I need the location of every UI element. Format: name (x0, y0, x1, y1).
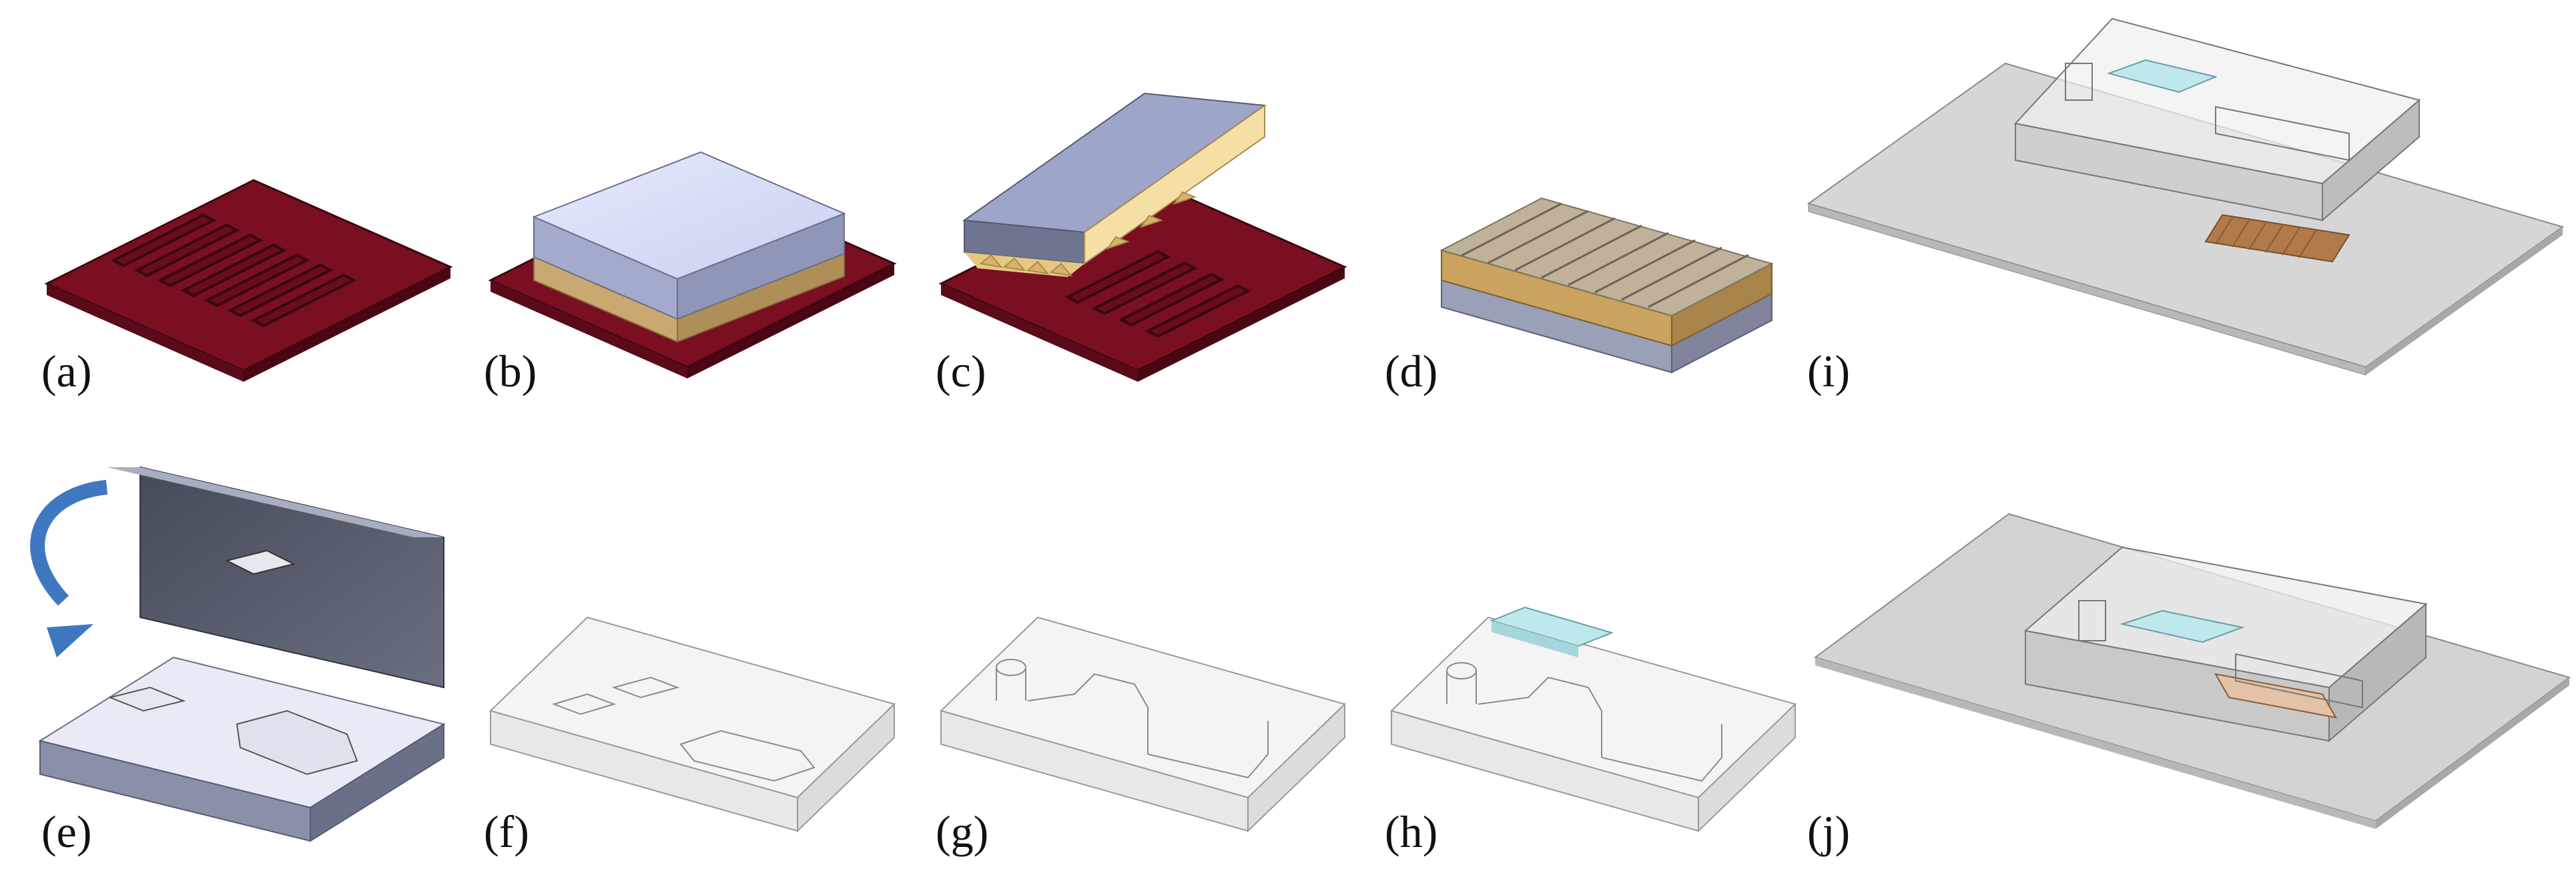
panel-label-e: (e) (41, 806, 92, 857)
panel-g-clear-channels (940, 616, 1346, 833)
panel-label-d: (d) (1385, 346, 1438, 396)
panel-label-c: (c) (936, 346, 986, 396)
panel-label-f: (f) (484, 806, 529, 857)
panel-label-i: (i) (1807, 346, 1851, 396)
panel-e-open-mold (30, 466, 446, 842)
panel-b-stack (488, 151, 897, 378)
panel-f-clear-block (489, 616, 896, 833)
panel-j-final-device (1813, 513, 2571, 829)
panel-label-a: (a) (41, 346, 92, 396)
panel-c-peel (938, 92, 1347, 382)
panel-label-j: (j) (1807, 806, 1851, 857)
panel-label-b: (b) (484, 346, 537, 396)
panel-a-mold (44, 179, 453, 382)
curved-arrow-icon (30, 480, 108, 606)
panel-label-g: (g) (936, 806, 989, 857)
panel-d-replica (1439, 197, 1774, 374)
panel-label-h: (h) (1385, 806, 1438, 857)
panel-i-assembly (1807, 17, 2565, 376)
panel-h-clear-glass (1390, 606, 1797, 833)
